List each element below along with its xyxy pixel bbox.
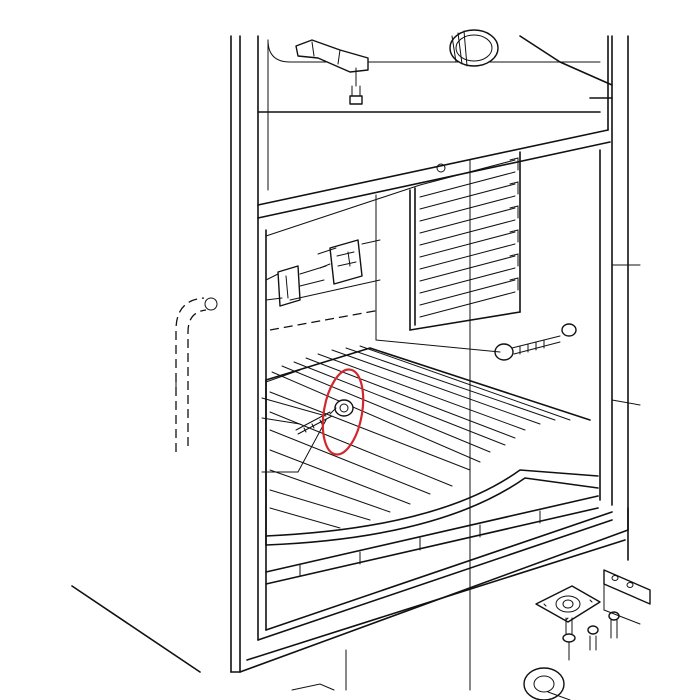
shelf-support-screw (375, 323, 577, 361)
hinge-bracket (295, 39, 369, 105)
bottom-fragments (291, 649, 571, 700)
shelf-front-rail (265, 495, 599, 585)
evaporator-fins (409, 151, 521, 331)
highlight-circle (321, 368, 365, 456)
upper-compartment (257, 35, 613, 219)
mounting-brackets (265, 239, 381, 331)
callout-leaders (261, 397, 327, 473)
crisper-shelf (265, 345, 599, 546)
base-bracket-plate (603, 569, 651, 625)
latch-pin (436, 163, 446, 173)
cabinet-outer-shell (71, 35, 641, 673)
lower-compartment (257, 149, 613, 691)
drain-tube (175, 297, 218, 452)
thermostat-knob (449, 29, 499, 67)
leveling-foot (523, 585, 620, 700)
